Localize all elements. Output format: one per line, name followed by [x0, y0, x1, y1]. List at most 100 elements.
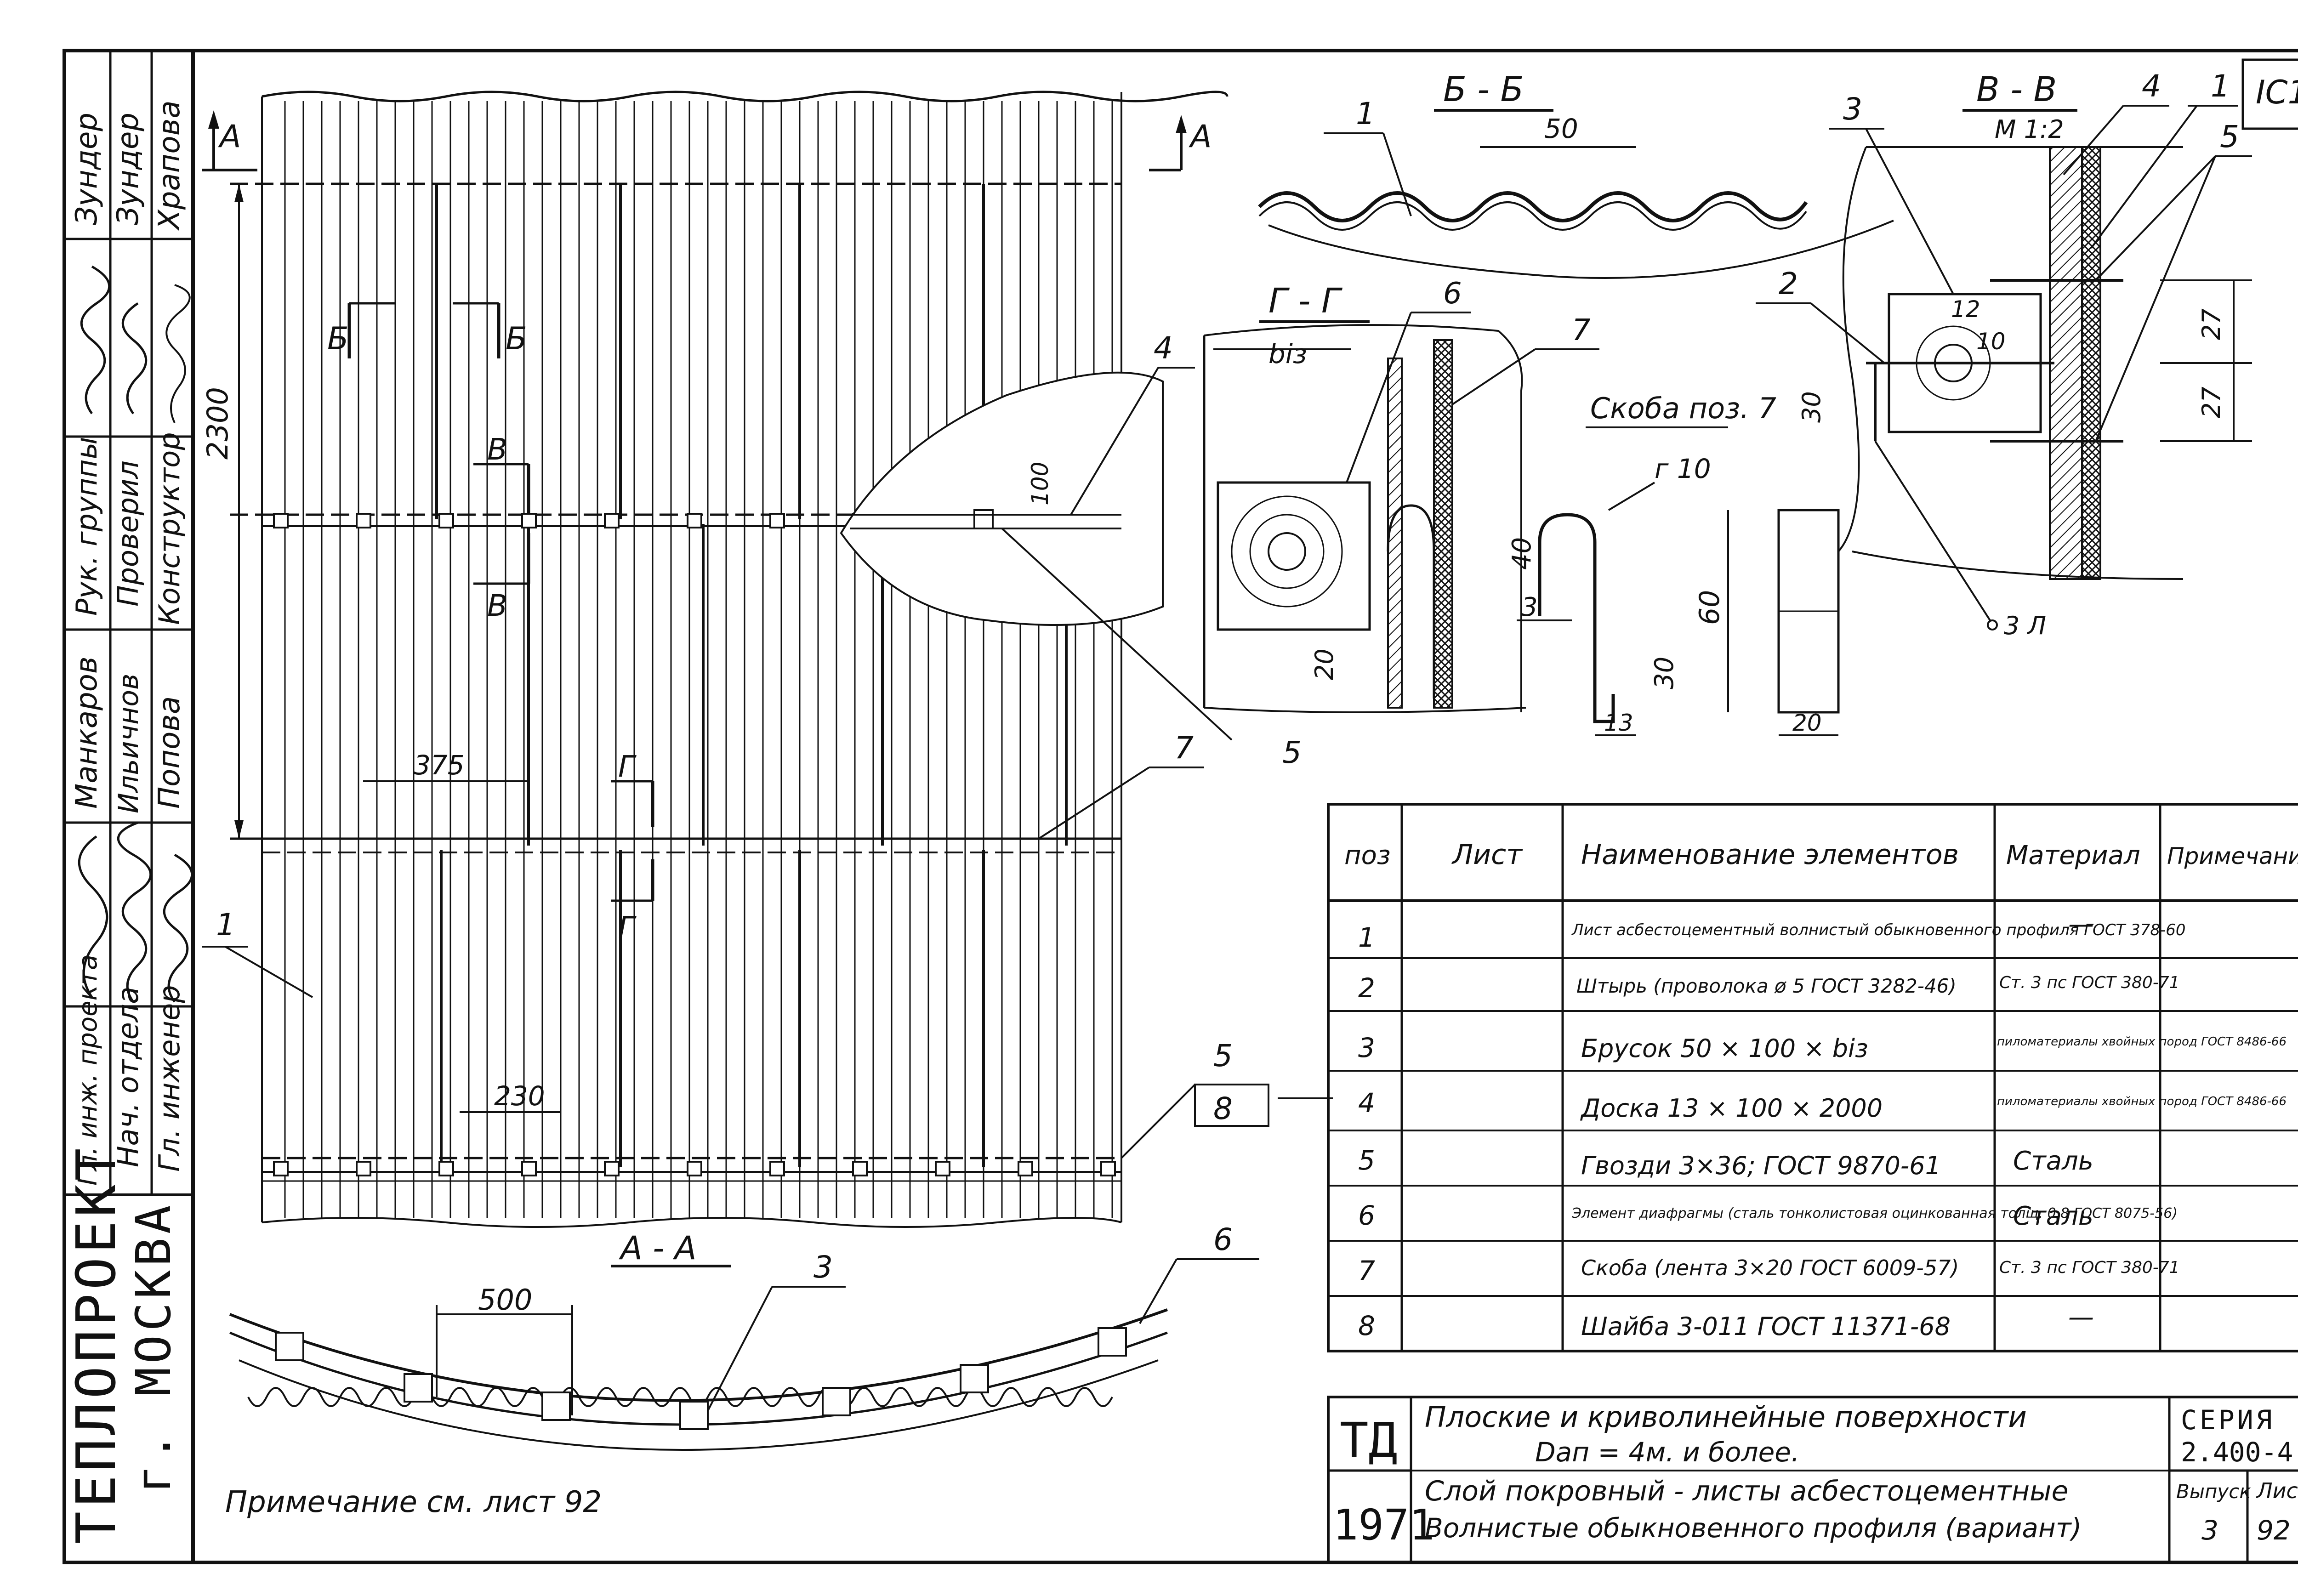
plan-pos-8-box: 8: [1213, 1091, 1233, 1126]
gg-pos-6: 6: [1443, 277, 1462, 311]
bracket-r10: г 10: [1655, 453, 1711, 484]
curve-pos-3: 3: [813, 1250, 833, 1285]
bracket-dim-60: 60: [1694, 590, 1726, 625]
vv-dim-12: 12: [1951, 296, 1980, 323]
vv-dim-27a: 27: [2197, 308, 2226, 340]
bracket-dim-13: 13: [1604, 710, 1633, 736]
sheet-label: Лист: [2256, 1478, 2298, 1503]
cut-v-top: В: [487, 433, 507, 467]
dim-100: 100: [1027, 462, 1053, 505]
bracket-dim-20: 20: [1792, 710, 1822, 736]
table-row: 6 Элемент диафрагмы (сталь тонколистовая…: [1358, 1200, 2178, 1231]
bb-pos-1: 1: [1356, 96, 1375, 131]
org-city: г. МОСКВА: [125, 1201, 182, 1494]
role-head-dept: Нач. отдела: [111, 987, 145, 1167]
left-stamp: Гл. инженер Нач. отдела Гл. инж. проекта…: [64, 51, 193, 1544]
corner-sheet-number: IC1: [2241, 58, 2298, 130]
row-6-pos: 6: [1358, 1200, 1375, 1231]
row-4-name: Доска 13 × 100 × 2000: [1580, 1094, 1883, 1123]
vv-dim-27b: 27: [2197, 386, 2226, 418]
gg-pos-7: 7: [1572, 313, 1591, 347]
section-gg: Г - Г biз 20 6 7: [1203, 277, 1599, 713]
row-5-name: Гвозди 3×36; ГОСТ 9870-61: [1581, 1151, 1941, 1180]
dim-375: 375: [414, 750, 465, 781]
issue-value: 3: [2201, 1515, 2218, 1546]
role-designer: Конструктор: [153, 432, 186, 625]
row-3-pos: 3: [1358, 1032, 1375, 1063]
section-aa-title: А - А: [619, 1229, 697, 1267]
row-8-name: Шайба 3-011 ГОСТ 11371-68: [1581, 1312, 1951, 1341]
plan-pos-7: 7: [1174, 730, 1194, 766]
row-2-name: Штырь (проволока ø 5 ГОСТ 3282-46): [1576, 975, 1957, 997]
vv-dim-30: 30: [1797, 391, 1826, 423]
th-sheet: Лист: [1451, 839, 1523, 871]
cut-g-bottom: Г: [618, 911, 637, 945]
plan-pos-5-box: 5: [1213, 1038, 1233, 1073]
name-5: Ильичнов: [113, 674, 145, 813]
plan-pos-5: 5: [1282, 735, 1302, 770]
th-name: Наименование элементов: [1581, 839, 1959, 871]
sheet-value: 92 а: [2257, 1515, 2298, 1546]
table-row: 1 Лист асбестоцементный волнистый обыкно…: [1358, 909, 2186, 953]
row-7-name: Скоба (лента 3×20 ГОСТ 6009-57): [1581, 1255, 1959, 1280]
vv-pos-5: 5: [2220, 119, 2239, 154]
row-4-pos: 4: [1358, 1087, 1375, 1119]
row-8-pos: 8: [1358, 1310, 1375, 1341]
curved-section-aa: 500 3 6: [229, 1222, 1259, 1451]
row-3-name: Брусок 50 × 100 × biз: [1581, 1034, 1868, 1063]
table-row: 5 Гвозди 3×36; ГОСТ 9870-61 Сталь: [1358, 1145, 2093, 1180]
name-6: Попова: [153, 696, 187, 809]
bracket-dim-3: 3: [1521, 592, 1538, 622]
vv-dim-10: 10: [1976, 328, 2006, 355]
plan-view: А А 2300 Б Б В В Г Г 375 230: [201, 91, 1333, 1267]
section-vv-scale: М 1:2: [1995, 115, 2064, 144]
title-line-2: Dап = 4м. и более.: [1535, 1437, 1799, 1468]
title-line-4: Волнистые обыкновенного профиля (вариант…: [1425, 1512, 2082, 1544]
corner-sheet-number-text: IC1: [2256, 74, 2298, 111]
bracket-title: Скоба поз. 7: [1590, 392, 1776, 425]
role-group-lead: Рук. группы: [70, 437, 103, 616]
gg-dim-biz: biз: [1268, 338, 1307, 369]
signature-4: [78, 835, 108, 998]
series-label: СЕРИЯ: [2181, 1404, 2275, 1436]
row-5-pos: 5: [1358, 1145, 1375, 1176]
th-material: Материал: [2006, 841, 2140, 870]
table-row: 2 Штырь (проволока ø 5 ГОСТ 3282-46) Ст.…: [1358, 972, 2180, 1004]
row-2-pos: 2: [1358, 972, 1375, 1004]
plan-pos-4: 4: [1154, 330, 1173, 366]
name-3: Храпова: [153, 100, 187, 231]
table-row: 8 Шайба 3-011 ГОСТ 11371-68 —: [1358, 1302, 2094, 1341]
row-2-material: Ст. 3 пс ГОСТ 380-71: [1999, 973, 2180, 992]
row-6-name: Элемент диафрагмы (сталь тонколистовая о…: [1571, 1205, 2178, 1221]
table-row: 7 Скоба (лента 3×20 ГОСТ 6009-57) Ст. 3 …: [1358, 1255, 2180, 1286]
curve-pos-6: 6: [1213, 1222, 1233, 1257]
row-8-material: —: [2068, 1302, 2094, 1332]
gg-dim-20: 20: [1310, 648, 1339, 680]
signature-5: [117, 821, 152, 1003]
cut-b-left: Б: [327, 321, 349, 357]
vv-weld-mark: 3 Л: [2004, 611, 2046, 640]
row-1-material: —: [2068, 909, 2094, 939]
title-block: ТД 1971 Плоские и криволинейные поверхно…: [1327, 1396, 2298, 1564]
spec-table: поз Лист Наименование элементов Материал…: [1327, 803, 2298, 1352]
note-text: Примечание см. лист 92: [225, 1485, 602, 1519]
dim-230: 230: [494, 1080, 545, 1112]
name-1: Зундер: [70, 113, 104, 225]
role-checked: Проверил: [111, 460, 145, 607]
signature-3: [165, 284, 191, 423]
row-7-material: Ст. 3 пс ГОСТ 380-71: [1999, 1258, 2180, 1277]
row-1-pos: 1: [1358, 922, 1375, 953]
role-chief-engineer: Гл. инженер: [153, 985, 186, 1172]
signature-6: [163, 853, 193, 1003]
row-6-material: Сталь: [2013, 1201, 2093, 1231]
vv-pos-1: 1: [2211, 68, 2230, 104]
name-4: Манкаров: [70, 656, 104, 809]
section-bb-title: Б - Б: [1443, 70, 1524, 109]
title-line-3: Слой покровный - листы асбестоцементные: [1425, 1475, 2068, 1507]
cut-v-bottom: В: [487, 589, 507, 623]
row-5-material: Сталь: [2013, 1146, 2093, 1176]
section-bb: Б - Б 50 1: [1258, 70, 1894, 279]
cut-b-right: Б: [506, 321, 527, 357]
section-vv: В - В М 1:2 12 10 30 27 27 3 Л 3 4: [1756, 68, 2252, 640]
signature-2: [121, 302, 148, 415]
